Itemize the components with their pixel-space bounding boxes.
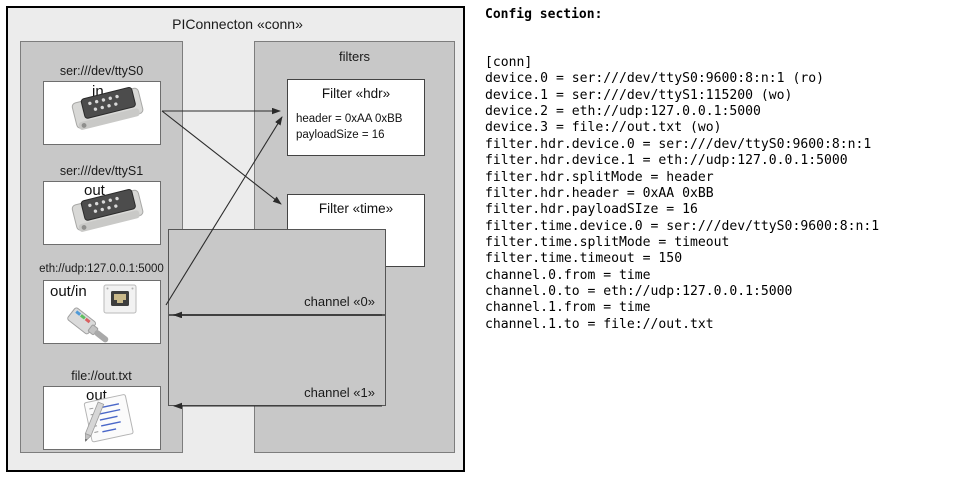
config-section: Config section: [conn] device.0 = ser://… — [481, 0, 964, 484]
device-box-eth[interactable]: out/in — [43, 280, 161, 344]
diagram-title: PIConnecton «conn» — [172, 16, 303, 32]
device-box-ttys0[interactable]: in — [43, 81, 161, 145]
device-label-ttys0: ser:///dev/ttyS0 — [59, 64, 144, 78]
channel-0-label: channel «0» — [304, 294, 375, 309]
ethernet-jack-icon — [67, 284, 137, 343]
device-label-eth: eth://udp:127.0.0.1:5000 — [39, 263, 164, 275]
architecture-diagram: PIConnecton «conn» ser:///dev/ttyS0 in — [0, 0, 478, 484]
text-file-icon — [83, 394, 134, 443]
device-label-ttys1: ser:///dev/ttyS1 — [59, 164, 144, 178]
filters-panel-title: filters — [338, 49, 371, 64]
serial-port-icon — [71, 87, 144, 130]
channel-1-label: channel «1» — [304, 385, 375, 400]
device-io-eth: out/in — [50, 283, 87, 300]
device-box-ttys1[interactable]: out — [43, 181, 161, 245]
filter-hdr-prop-payloadsize: payloadSize = 16 — [296, 129, 385, 141]
device-label-file: file://out.txt — [71, 369, 132, 383]
config-lines[interactable]: [conn] device.0 = ser:///dev/ttyS0:9600:… — [485, 55, 880, 332]
serial-port-icon — [71, 189, 144, 232]
channel-box-1[interactable]: channel «1» — [168, 315, 386, 406]
filter-box-hdr[interactable]: Filter «hdr» header = 0xAA 0xBB payloadS… — [287, 79, 425, 156]
filter-time-title: Filter «time» — [318, 201, 394, 216]
devices-panel: ser:///dev/ttyS0 in — [20, 41, 183, 453]
filter-hdr-title: Filter «hdr» — [321, 86, 391, 101]
device-io-ttys0: in — [92, 83, 104, 100]
device-box-file[interactable]: out — [43, 386, 161, 450]
config-heading: Config section: — [485, 7, 603, 22]
filter-hdr-prop-header: header = 0xAA 0xBB — [296, 113, 403, 125]
device-io-ttys1: out — [84, 182, 105, 199]
channel-box-0[interactable]: channel «0» — [168, 229, 386, 315]
